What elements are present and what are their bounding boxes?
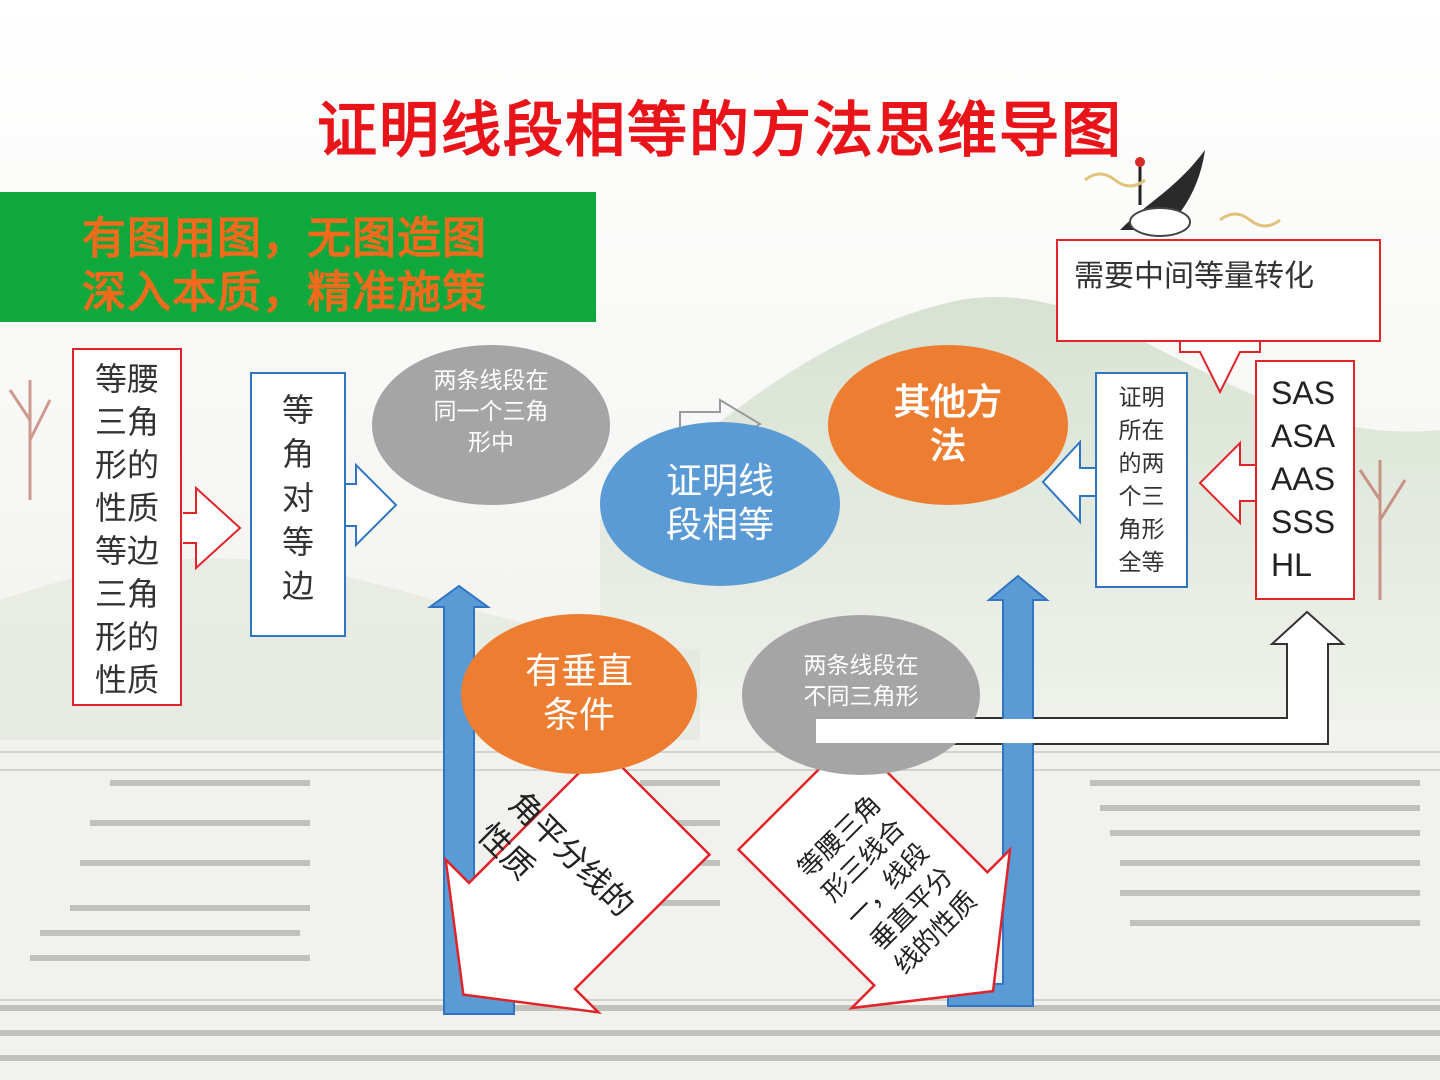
other-methods-ellipse: 其他方 法 [828,345,1068,505]
arrow-angles-to-same-triangle [345,462,398,548]
prove-congruent-box: 证明 所在 的两 个三 角形 全等 [1095,372,1188,588]
center-ellipse: 证明线 段相等 [600,422,840,586]
arrow-isosceles-to-angles [183,485,242,571]
page-title: 证明线段相等的方法思维导图 [317,96,1123,166]
equal-angles-equal-sides-box: 等 角 对 等 边 [250,372,346,637]
same-triangle-label: 两条线段在 同一个三角 形中 [433,367,549,456]
different-triangles-label: 两条线段在 不同三角形 [803,653,919,710]
slogan-line-1: 有图用图，无图造图 [82,213,487,264]
arrow-intermediate-down [1179,340,1261,395]
angle-bisector-arrow-shape [443,746,712,1015]
same-triangle-ellipse: 两条线段在 同一个三角 形中 [372,345,610,505]
other-methods-label: 其他方 法 [893,382,1002,467]
slogan-box: 有图用图，无图造图 深入本质，精准施策 [0,192,596,322]
different-triangles-ellipse: 两条线段在 不同三角形 [742,615,980,775]
intermediate-transform-box: 需要中间等量转化 [1056,239,1381,342]
isosceles-equilateral-box: 等腰 三角 形的 性质 等边 三角 形的 性质 [72,348,182,706]
slogan-line-2: 深入本质，精准施策 [82,267,487,318]
center-label: 证明线 段相等 [665,461,774,546]
connector-bar [816,719,1284,743]
arrow-criteria-to-congruent [1198,440,1256,526]
congruence-criteria-box: SAS ASA AAS SSS HL [1255,360,1355,600]
perpendicular-condition-label: 有垂直 条件 [524,651,633,736]
arrow-congruent-to-other [1041,439,1096,525]
perpendicular-condition-ellipse: 有垂直 条件 [461,614,697,774]
